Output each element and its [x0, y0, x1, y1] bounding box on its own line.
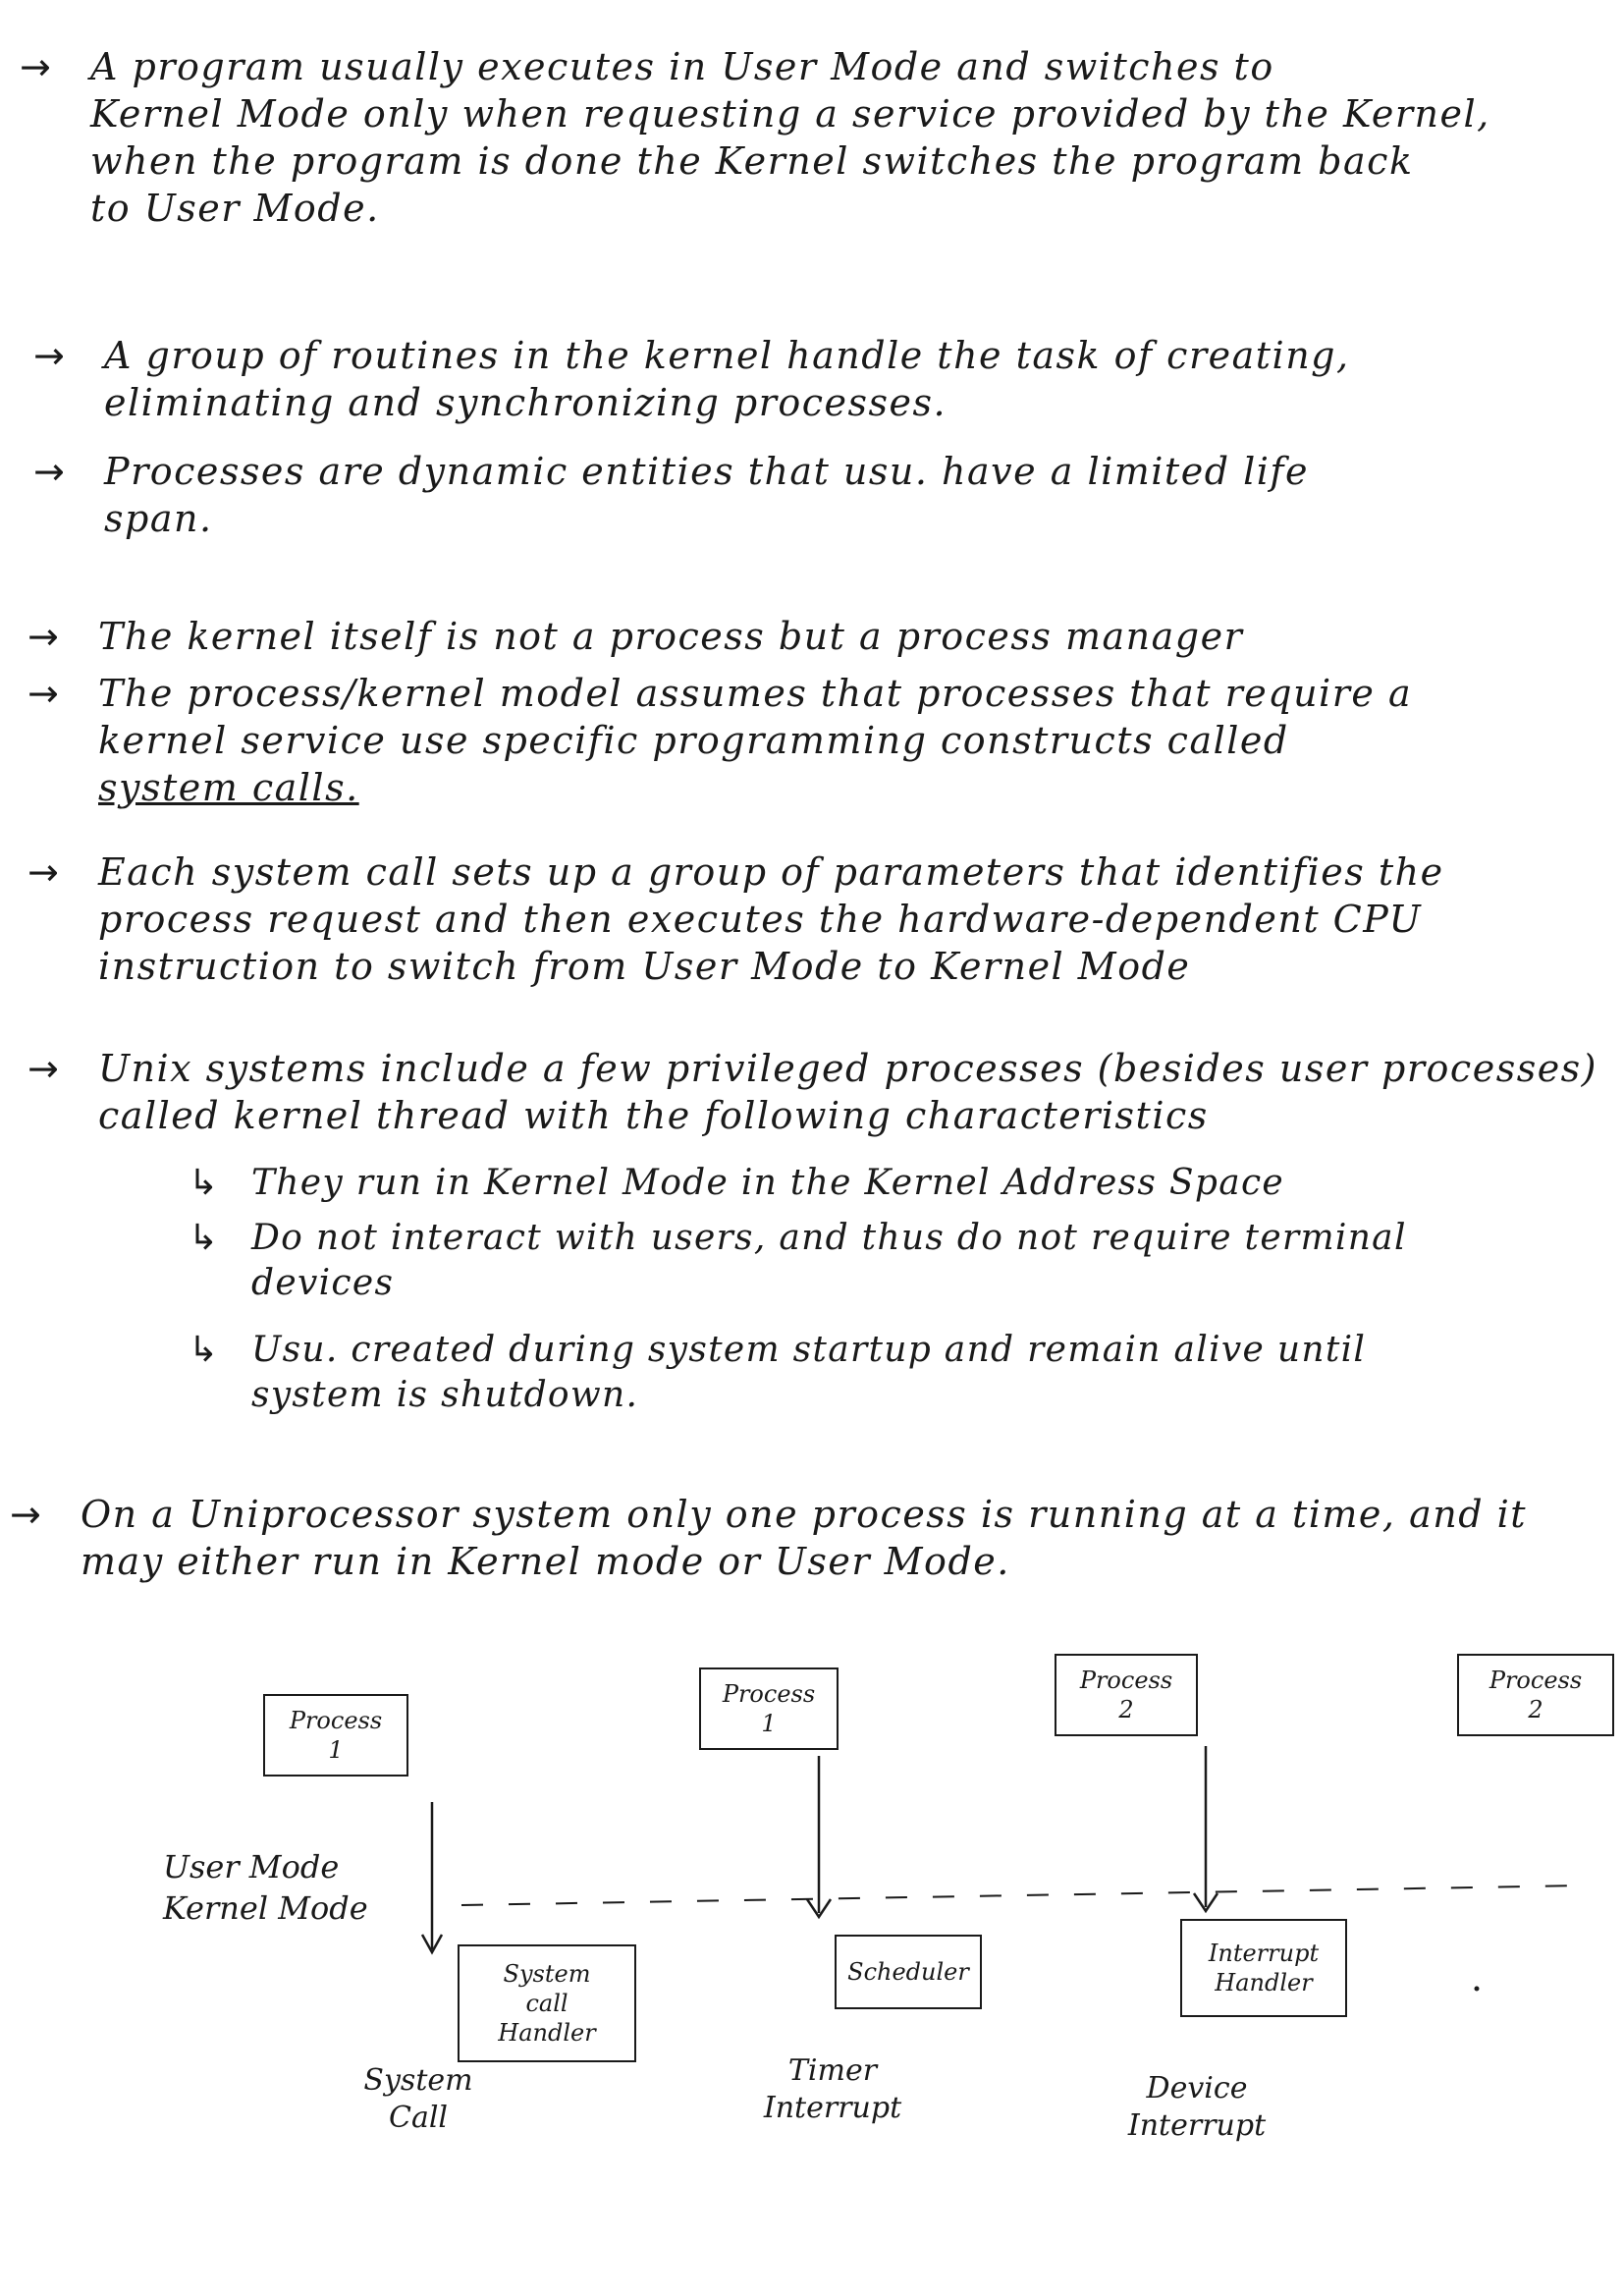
note-line: On a Uniprocessor system only one proces…	[81, 1493, 1528, 1536]
note-line: may either run in Kernel mode or User Mo…	[81, 1540, 1010, 1583]
system-calls-term: system calls.	[98, 766, 359, 809]
note-line: A group of routines in the kernel handle…	[104, 334, 1350, 377]
note-user-kernel-mode: → A program usually executes in User Mod…	[20, 43, 1490, 232]
subnote-startup-lifetime: ↳ Usu. created during system startup and…	[189, 1328, 1367, 1418]
note-uniprocessor: → On a Uniprocessor system only one proc…	[10, 1491, 1528, 1585]
note-line: eliminating and synchronizing processes.	[104, 381, 947, 424]
note-line: called kernel thread with the following …	[98, 1094, 1209, 1137]
arrow-icon: →	[33, 450, 67, 493]
subnote-kernel-address-space: ↳ They run in Kernel Mode in the Kernel …	[189, 1161, 1285, 1206]
note-line: The process/kernel model assumes that pr…	[98, 672, 1413, 715]
arrow-icon: →	[20, 45, 53, 88]
note-line: when the program is done the Kernel swit…	[90, 139, 1414, 183]
system-call-handler-box: System call Handler	[458, 1944, 636, 2062]
scheduler-box: Scheduler	[835, 1935, 982, 2009]
arrowhead	[420, 1934, 444, 1955]
process-box: Process 2	[1457, 1654, 1614, 1736]
note-line: Kernel Mode only when requesting a servi…	[90, 92, 1490, 136]
arrowhead	[805, 1898, 833, 1920]
interrupt-handler-box: Interrupt Handler	[1180, 1919, 1347, 2017]
note-line: instruction to switch from User Mode to …	[98, 945, 1191, 988]
note-kernel-routines: → A group of routines in the kernel hand…	[33, 332, 1350, 426]
note-line: span.	[104, 497, 213, 540]
mode-label: User Mode Kernel Mode	[163, 1848, 368, 1927]
subnote-line: devices	[251, 1263, 395, 1303]
note-line: A program usually executes in User Mode …	[90, 45, 1274, 88]
note-line: Each system call sets up a group of para…	[98, 850, 1444, 894]
note-processes-dynamic: → Processes are dynamic entities that us…	[33, 448, 1309, 542]
note-line: Processes are dynamic entities that usu.…	[104, 450, 1309, 493]
subnote-line: Do not interact with users, and thus do …	[251, 1218, 1407, 1258]
arrow-icon: →	[10, 1493, 43, 1536]
note-line: to User Mode.	[90, 187, 380, 230]
arrowhead	[1192, 1892, 1219, 1914]
mode-boundary	[460, 1885, 1584, 1906]
device-interrupt-label: Device Interrupt	[1127, 2071, 1267, 2143]
arrow-icon: →	[27, 615, 61, 658]
subnote-no-user-interaction: ↳ Do not interact with users, and thus d…	[189, 1216, 1407, 1306]
process-box: Process 1	[263, 1694, 408, 1777]
process-box: Process 1	[699, 1667, 839, 1750]
process-box: Process 2	[1055, 1654, 1198, 1736]
timer-interrupt-label: Timer Interrupt	[763, 2053, 902, 2125]
subnote-line: They run in Kernel Mode in the Kernel Ad…	[251, 1163, 1285, 1203]
note-kernel-not-process: → The kernel itself is not a process but…	[27, 613, 1244, 660]
note-line: The kernel itself is not a process but a…	[98, 615, 1244, 658]
sub-arrow-icon: ↳	[189, 1163, 220, 1203]
note-process-kernel-model: → The process/kernel model assumes that …	[27, 670, 1413, 811]
note-system-call-setup: → Each system call sets up a group of pa…	[27, 848, 1444, 990]
arrow-icon: →	[27, 1047, 61, 1090]
note-line: process request and then executes the ha…	[98, 898, 1423, 941]
arrow-icon: →	[33, 334, 67, 377]
sub-arrow-icon: ↳	[189, 1330, 220, 1370]
sub-arrow-icon: ↳	[189, 1218, 220, 1258]
note-line: Unix systems include a few privileged pr…	[98, 1047, 1598, 1090]
stray-dot	[1474, 1986, 1480, 1992]
subnote-line: Usu. created during system startup and r…	[251, 1330, 1367, 1370]
system-call-label: System Call	[363, 2063, 473, 2135]
note-kernel-threads: → Unix systems include a few privileged …	[27, 1045, 1598, 1139]
arrow-icon: →	[27, 672, 61, 715]
subnote-line: system is shutdown.	[251, 1375, 639, 1415]
arrow-icon: →	[27, 850, 61, 894]
note-line: kernel service use specific programming …	[98, 719, 1289, 762]
